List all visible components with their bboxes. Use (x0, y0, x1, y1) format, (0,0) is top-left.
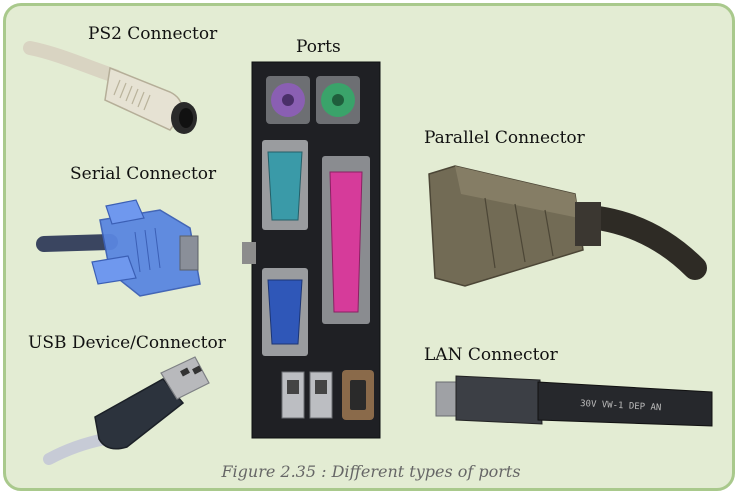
ports-panel-image (242, 61, 381, 439)
ps2-port-green (316, 76, 360, 124)
usb-connector-image (43, 356, 210, 465)
parallel-connector-image (428, 165, 707, 287)
serial-port (262, 140, 308, 230)
firewire-port (342, 370, 374, 420)
lan-connector-image: 30V VW-1 DEP AN (435, 375, 713, 427)
figure-caption: Figure 2.35 : Different types of ports (221, 462, 521, 481)
serial-connector-label: Serial Connector (70, 164, 217, 184)
parallel-connector-label: Parallel Connector (424, 128, 585, 148)
vga-port (262, 268, 308, 356)
usb-connector-label: USB Device/Connector (28, 333, 226, 353)
parallel-port (322, 156, 370, 324)
ps2-connector-image (23, 41, 197, 134)
lan-cable-print: 30V VW-1 DEP AN (580, 399, 662, 413)
ps2-connector-label: PS2 Connector (88, 24, 218, 44)
usb-ports (281, 371, 333, 419)
ports-label: Ports (296, 37, 341, 57)
ps2-port-purple (266, 76, 310, 124)
serial-connector-image (36, 199, 201, 297)
lan-connector-label: LAN Connector (424, 345, 558, 365)
